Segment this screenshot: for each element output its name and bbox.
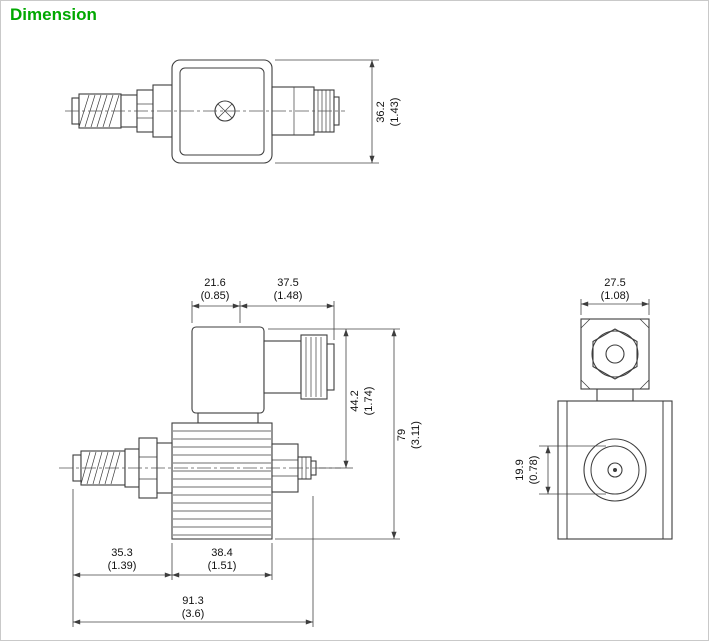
side-view-neck <box>596 388 634 402</box>
dim-front-bottom-total-inch: (3.6) <box>182 608 205 620</box>
dim-front-width-right-inch: (1.48) <box>274 290 303 302</box>
dim-front-width-right-mm: 37.5 <box>277 277 298 289</box>
dim-front-height-inner-inch: (1.74) <box>363 387 375 416</box>
dim-side-width-inch: (1.08) <box>601 290 630 302</box>
dim-top-height-mm: 36.2 <box>375 101 387 122</box>
dim-front-heights: 44.2 (1.74) 79 (3.11) <box>268 328 422 540</box>
dim-front-bottom-left-inch: (1.39) <box>108 560 137 572</box>
page-title: Dimension <box>10 5 97 24</box>
dim-top-height-inch: (1.43) <box>389 98 401 127</box>
dim-front-bottom: 35.3 (1.39) 38.4 (1.51) 91.3 (3.6) <box>72 489 314 627</box>
dim-top-height: 36.2 (1.43) <box>275 59 401 164</box>
gland-ribs <box>305 337 322 397</box>
side-view: 27.5 (1.08) 19.9 (0.78) <box>514 277 673 540</box>
front-view: 21.6 (0.85) 37.5 (1.48) 44.2 (1.74) 79 (… <box>59 277 422 627</box>
dim-front-height-total-mm: 79 <box>396 429 408 441</box>
side-view-connector <box>580 318 650 390</box>
dim-front-bottom-mid-mm: 38.4 <box>211 547 232 559</box>
front-view-coil <box>171 422 273 540</box>
dim-front-widths: 21.6 (0.85) 37.5 (1.48) <box>191 277 335 340</box>
dim-side-offset-mm: 19.9 <box>514 459 526 480</box>
dim-side-width-mm: 27.5 <box>604 277 625 289</box>
dim-side-width: 27.5 (1.08) <box>580 277 650 315</box>
dim-front-width-left-mm: 21.6 <box>204 277 225 289</box>
dim-front-bottom-total-mm: 91.3 <box>182 595 203 607</box>
dim-front-bottom-mid-inch: (1.51) <box>208 560 237 572</box>
front-view-connector <box>191 326 335 424</box>
connector-neck <box>197 412 259 424</box>
dim-front-bottom-left-mm: 35.3 <box>111 547 132 559</box>
stem-center <box>613 468 617 472</box>
top-view: 36.2 (1.43) <box>65 59 401 164</box>
dim-front-height-total-inch: (3.11) <box>410 421 422 449</box>
dim-front-width-left-inch: (0.85) <box>201 290 230 302</box>
dim-side-offset-inch: (0.78) <box>528 456 540 485</box>
top-view-body <box>171 59 273 164</box>
side-view-coil <box>557 400 673 540</box>
dim-side-offset: 19.9 (0.78) <box>514 445 606 495</box>
dim-front-height-inner-mm: 44.2 <box>349 390 361 411</box>
coil-ribs <box>173 430 271 536</box>
